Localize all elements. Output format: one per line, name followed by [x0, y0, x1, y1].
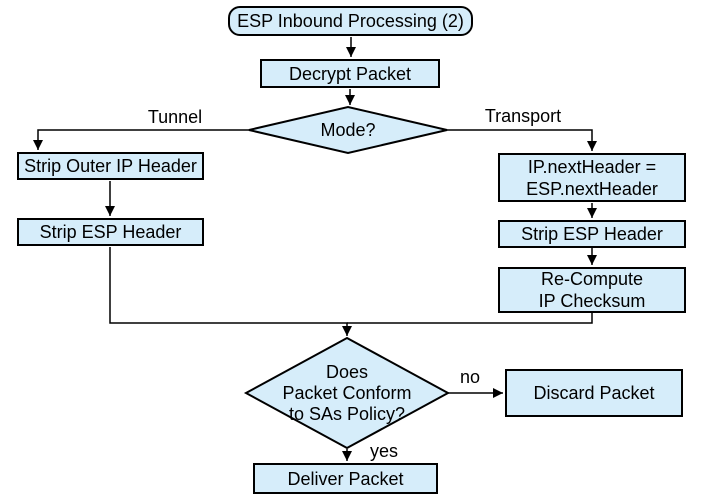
edge-label-no: no — [459, 367, 481, 387]
policy-diamond — [243, 336, 451, 450]
edge-merge-left-to-policy — [109, 247, 352, 336]
node-start: ESP Inbound Processing (2) — [228, 6, 473, 36]
node-strip-esp-header-right: Strip ESP Header — [498, 220, 686, 248]
node-ip-nextheader-label: IP.nextHeader = ESP.nextHeader — [526, 156, 658, 199]
node-recompute-ip-checksum: Re-Compute IP Checksum — [498, 267, 686, 313]
node-strip-esp-header-left-label: Strip ESP Header — [39, 222, 182, 242]
node-discard-packet: Discard Packet — [505, 369, 683, 417]
node-discard-packet-label: Discard Packet — [533, 383, 655, 403]
edge-label-transport: Transport — [484, 106, 562, 126]
node-decrypt-packet: Decrypt Packet — [260, 59, 440, 88]
node-deliver-packet: Deliver Packet — [253, 463, 438, 494]
node-strip-outer-ip-header: Strip Outer IP Header — [17, 152, 204, 180]
node-strip-esp-header-right-label: Strip ESP Header — [521, 224, 663, 244]
node-strip-outer-ip-header-label: Strip Outer IP Header — [24, 156, 197, 176]
edge-label-yes: yes — [369, 441, 398, 461]
edge-mode-transport — [447, 129, 597, 151]
node-start-label: ESP Inbound Processing (2) — [237, 11, 464, 31]
node-strip-esp-header-left: Strip ESP Header — [17, 218, 204, 246]
edge-merge-right — [347, 313, 593, 324]
node-deliver-packet-label: Deliver Packet — [287, 468, 404, 489]
node-ip-nextheader: IP.nextHeader = ESP.nextHeader — [498, 153, 686, 202]
edge-mode-tunnel — [33, 129, 249, 150]
node-decrypt-packet-label: Decrypt Packet — [288, 63, 412, 84]
mode-diamond — [248, 105, 448, 155]
edge-label-tunnel: Tunnel — [147, 107, 203, 127]
node-recompute-ip-checksum-label: Re-Compute IP Checksum — [538, 269, 646, 311]
